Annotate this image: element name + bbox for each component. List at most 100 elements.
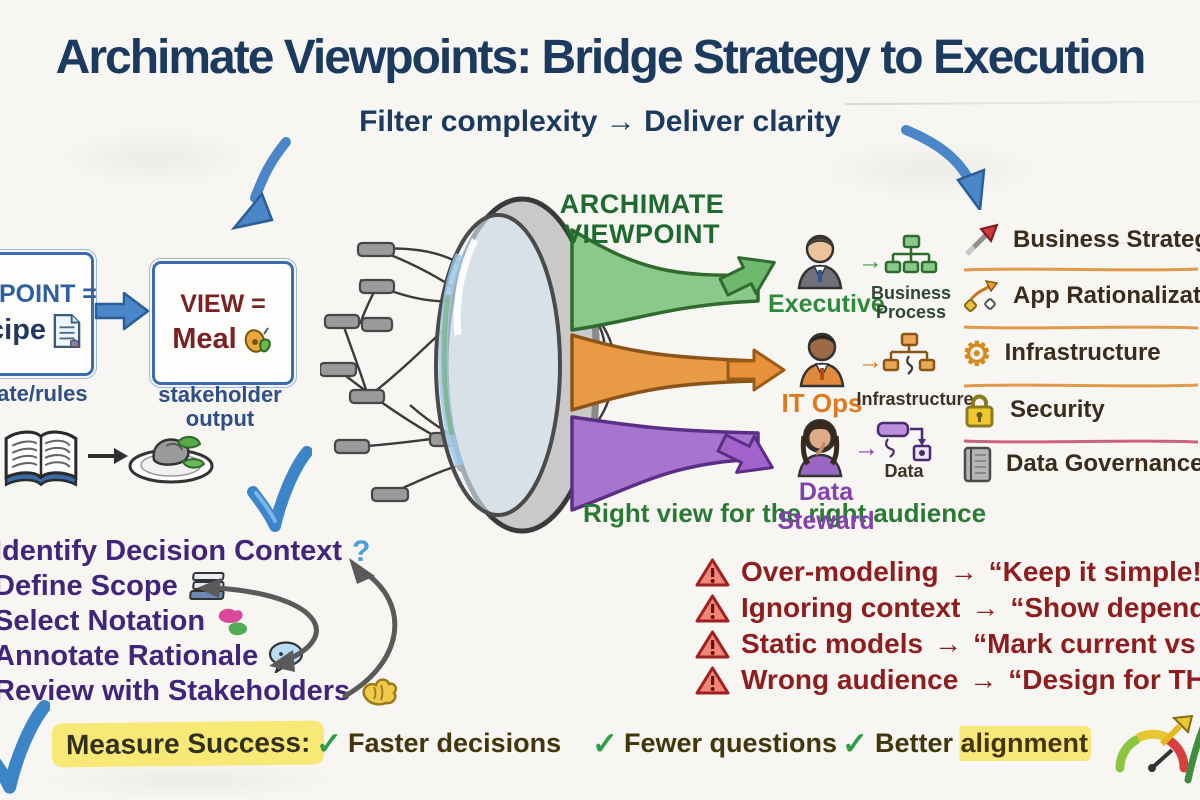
pitfall-advice: “Keep it simple!”	[988, 556, 1200, 587]
business-process-icon	[884, 234, 938, 274]
usecase-data-governance: Data Governance	[962, 442, 1200, 486]
meal-plate-icon	[128, 436, 214, 484]
step-label: Identify Decision Context	[0, 535, 343, 567]
data-steward-avatar	[797, 419, 843, 478]
step-label: Review with Stakeholders	[0, 675, 351, 707]
block-arrow-icon	[94, 291, 150, 331]
notebook-icon	[963, 446, 992, 482]
separator-line	[963, 267, 1199, 272]
view-box-word: Meal	[172, 323, 237, 355]
small-arrow-icon	[88, 448, 128, 464]
viewpoint-box-line2: Recipe	[0, 313, 81, 349]
separator-line	[963, 325, 1199, 330]
persona-name-itops: IT Ops	[781, 388, 863, 418]
usecase-label: Security	[1010, 396, 1105, 423]
clipped-edge-icon	[1184, 726, 1200, 784]
usecase-infrastructure: ⚙ Infrastructure	[962, 331, 1161, 375]
pitfalls-list: Over-modeling → “Keep it simple!” Ignori…	[695, 554, 1200, 698]
pitfall-ignoring-context: Ignoring context → “Show dependencies”	[695, 590, 1200, 626]
curved-arrow-left-icon	[230, 137, 291, 230]
archimate-label-line1: ARCHIMATE	[559, 189, 725, 219]
recipe-book-icon	[4, 430, 78, 487]
pitfall-advice: “Mark current vs target”	[973, 628, 1200, 659]
pitfall-wrong-audience: Wrong audience → “Design for THEM”	[695, 662, 1200, 698]
persona-name-executive: Executive	[768, 290, 885, 318]
meal-icon	[244, 326, 271, 353]
persona-deliverable-data: Data	[884, 461, 924, 481]
pitfall-problem: Ignoring context	[741, 592, 961, 623]
arrow-glyph: →	[934, 628, 963, 659]
step-select-notation: Select Notation	[0, 604, 424, 639]
itops-arrow-icon: →	[858, 347, 883, 375]
step-label: Define Scope	[0, 570, 178, 602]
step-review-with-stakeholders: Review with Stakeholders	[0, 674, 424, 709]
viewpoint-box-caption: template/rules	[0, 381, 88, 406]
shuffle-icon	[963, 279, 999, 313]
executive-arrow-icon: →	[858, 247, 883, 275]
view-meal-box: VIEW = Meal	[149, 258, 297, 388]
pitfall-static-models: Static models → “Mark current vs target”	[695, 626, 1200, 662]
arrow-glyph: →	[969, 664, 998, 695]
measure-success-label: Measure Success:	[51, 720, 325, 768]
pitfall-problem: Over-modeling	[741, 556, 939, 587]
funnel-diagram	[320, 196, 786, 534]
archimate-viewpoint-label: ARCHIMATE VIEWPOINT	[552, 189, 732, 249]
arrow-glyph: →	[949, 556, 978, 587]
check-icon: ✓	[842, 726, 868, 761]
viewpoint-recipe-box: VIEWPOINT = Recipe	[0, 249, 97, 379]
pitfall-over-modeling: Over-modeling → “Keep it simple!”	[695, 554, 1200, 590]
success-item-faster-decisions: Faster decisions	[348, 728, 562, 758]
data-steward-arrow-icon: →	[854, 434, 879, 462]
usecase-label: App Rationalization	[1013, 282, 1200, 309]
success-item-better-alignment: Better alignment	[872, 726, 1092, 761]
viewpoint-box-word: Recipe	[0, 314, 47, 346]
audience-caption: Right view for the right audience	[583, 498, 987, 528]
lens-icon	[434, 196, 601, 534]
page-subtitle: Filter complexity → Deliver clarity	[359, 105, 841, 138]
gear-icon: ⚙	[962, 334, 992, 372]
gauge-icon	[1115, 714, 1194, 773]
check-icon: ✓	[316, 726, 342, 761]
persona-deliverable-itops: Infrastructure	[856, 389, 974, 409]
success-item-fewer-questions: Fewer questions	[624, 728, 838, 758]
separator-line	[963, 439, 1199, 444]
usecase-label: Business Strategy	[1013, 226, 1200, 253]
notation-icon	[218, 608, 248, 636]
paper-line	[1060, 242, 1200, 244]
warning-icon	[695, 630, 730, 658]
step-identify-decision-context: Identify Decision Context ?	[0, 534, 424, 569]
arrow-glyph: →	[971, 592, 1000, 623]
step-label: Annotate Rationale	[0, 640, 259, 672]
persona-deliverable-executive: Business Process	[870, 283, 952, 322]
usecase-business-strategy: Business Strategy	[962, 218, 1200, 262]
pitfall-problem: Static models	[741, 628, 924, 659]
question-icon: ?	[352, 534, 371, 568]
infrastructure-chart-icon	[882, 332, 936, 375]
stream-arrowheads	[716, 256, 786, 474]
view-box-line2: Meal	[172, 323, 273, 356]
warning-icon	[695, 594, 730, 622]
pencil-smudge	[60, 128, 250, 188]
step-label: Select Notation	[0, 605, 206, 637]
lock-icon	[965, 394, 994, 427]
dart-icon	[965, 223, 999, 256]
blue-check-icon	[247, 446, 312, 532]
curved-arrow-right-icon	[901, 125, 986, 210]
view-box-line1: VIEW =	[180, 290, 266, 318]
separator-line	[963, 383, 1199, 388]
viewpoint-box-line1: VIEWPOINT =	[0, 279, 97, 308]
warning-icon	[695, 666, 730, 694]
pitfall-problem: Wrong audience	[741, 664, 959, 695]
pitfall-advice: “Design for THEM”	[1008, 664, 1200, 695]
usecase-app-rationalization: App Rationalization	[962, 274, 1200, 318]
document-icon	[53, 313, 81, 348]
itops-avatar	[799, 332, 845, 388]
pitfall-advice: “Show dependencies”	[1010, 592, 1200, 623]
check-icon: ✓	[592, 726, 618, 761]
page-title: Archimate Viewpoints: Bridge Strategy to…	[55, 31, 1147, 84]
blue-check-partial-icon	[0, 700, 50, 794]
usecase-label: Data Governance	[1006, 450, 1200, 477]
step-loop-arrows	[197, 558, 398, 699]
hand-icon	[362, 678, 398, 706]
